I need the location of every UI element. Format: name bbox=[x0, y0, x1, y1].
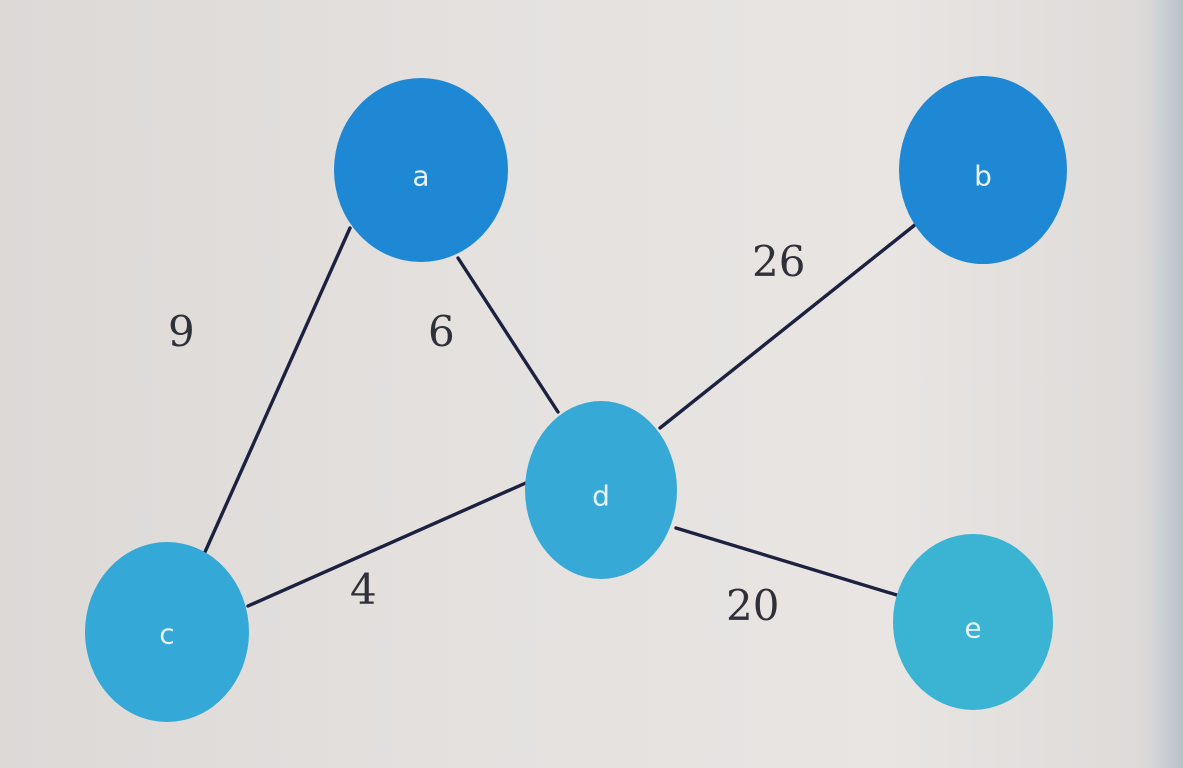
node-d: d bbox=[525, 401, 677, 579]
node-c: c bbox=[85, 542, 249, 722]
node-e-label: e bbox=[964, 612, 981, 645]
edge-weight-d-e: 20 bbox=[726, 581, 779, 630]
edge-d-e bbox=[674, 526, 902, 598]
edge-weight-a-d: 6 bbox=[428, 307, 455, 356]
node-b: b bbox=[899, 76, 1067, 264]
screen-edge bbox=[1153, 0, 1183, 768]
node-e: e bbox=[893, 534, 1053, 710]
edge-c-d bbox=[246, 480, 530, 608]
node-b-label: b bbox=[974, 160, 992, 193]
node-d-circle bbox=[525, 401, 677, 579]
node-e-circle bbox=[893, 534, 1053, 710]
node-c-circle bbox=[85, 542, 249, 722]
node-d-label: d bbox=[592, 480, 610, 513]
node-a-circle bbox=[334, 78, 508, 262]
edge-weight-a-c: 9 bbox=[168, 307, 195, 356]
edge-a-c bbox=[203, 226, 352, 554]
node-a-label: a bbox=[412, 160, 429, 193]
node-a: a bbox=[334, 78, 508, 262]
node-b-circle bbox=[899, 76, 1067, 264]
edge-weight-c-d: 4 bbox=[350, 565, 377, 614]
node-c-label: c bbox=[159, 618, 174, 651]
edge-b-d bbox=[658, 222, 918, 430]
edge-a-d bbox=[456, 256, 560, 414]
edge-weight-b-d: 26 bbox=[752, 237, 805, 286]
